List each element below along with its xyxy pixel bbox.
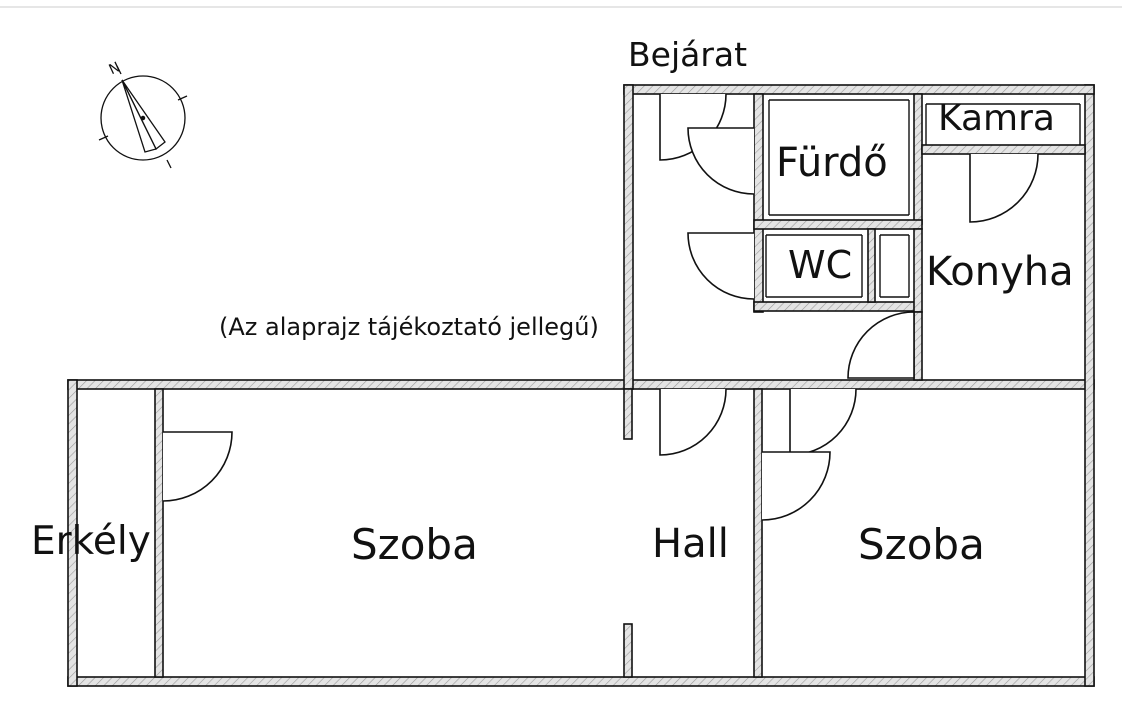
wall-hall-left-top <box>623 388 633 440</box>
doors <box>162 93 1039 521</box>
wall-middle-horizontal <box>629 379 1095 390</box>
wall-left <box>67 379 78 687</box>
wall-kitchen-left <box>913 311 923 381</box>
wall-hall-right <box>753 388 763 678</box>
wall-wc-bottom <box>753 301 921 312</box>
door-hall-right <box>789 388 857 456</box>
wall-shaft-right <box>913 228 923 313</box>
wall-right <box>1084 84 1095 687</box>
wall-bath-right <box>913 93 923 225</box>
kitchen-label: Konyha <box>926 249 1074 295</box>
wall-pantry-bottom <box>921 144 1086 155</box>
bathroom-label: Fürdő <box>776 140 888 186</box>
door-right-room <box>761 451 831 521</box>
wall-upper-left <box>623 84 634 390</box>
walls <box>67 84 1095 687</box>
wall-upper-top <box>623 84 1095 95</box>
compass-icon <box>98 65 188 169</box>
wall-bath-left <box>753 93 764 313</box>
door-balcony <box>162 431 233 502</box>
door-kitchen <box>847 311 915 379</box>
wall-bath-bottom <box>753 219 923 230</box>
room-right-label: Szoba <box>858 520 985 569</box>
wall-hall-left-bottom <box>623 623 633 678</box>
hall-label: Hall <box>652 521 729 567</box>
wc-label: WC <box>788 243 853 287</box>
entrance-label: Bejárat <box>628 35 748 74</box>
pantry-label: Kamra <box>938 98 1055 139</box>
wall-bottom <box>67 676 1095 687</box>
balcony-label: Erkély <box>31 519 151 564</box>
room-left-label: Szoba <box>351 520 478 569</box>
door-hall-wc <box>659 388 727 456</box>
wall-wc-right <box>867 228 876 303</box>
door-pantry <box>969 153 1039 223</box>
door-bathroom <box>687 127 755 195</box>
compass-north-label: N <box>107 59 123 78</box>
inner-lines <box>765 99 1081 298</box>
wall-balcony <box>154 388 164 678</box>
wall-top-left <box>67 379 631 390</box>
door-wc <box>687 232 755 300</box>
disclaimer-note: (Az alaprajz tájékoztató jellegű) <box>219 313 599 341</box>
